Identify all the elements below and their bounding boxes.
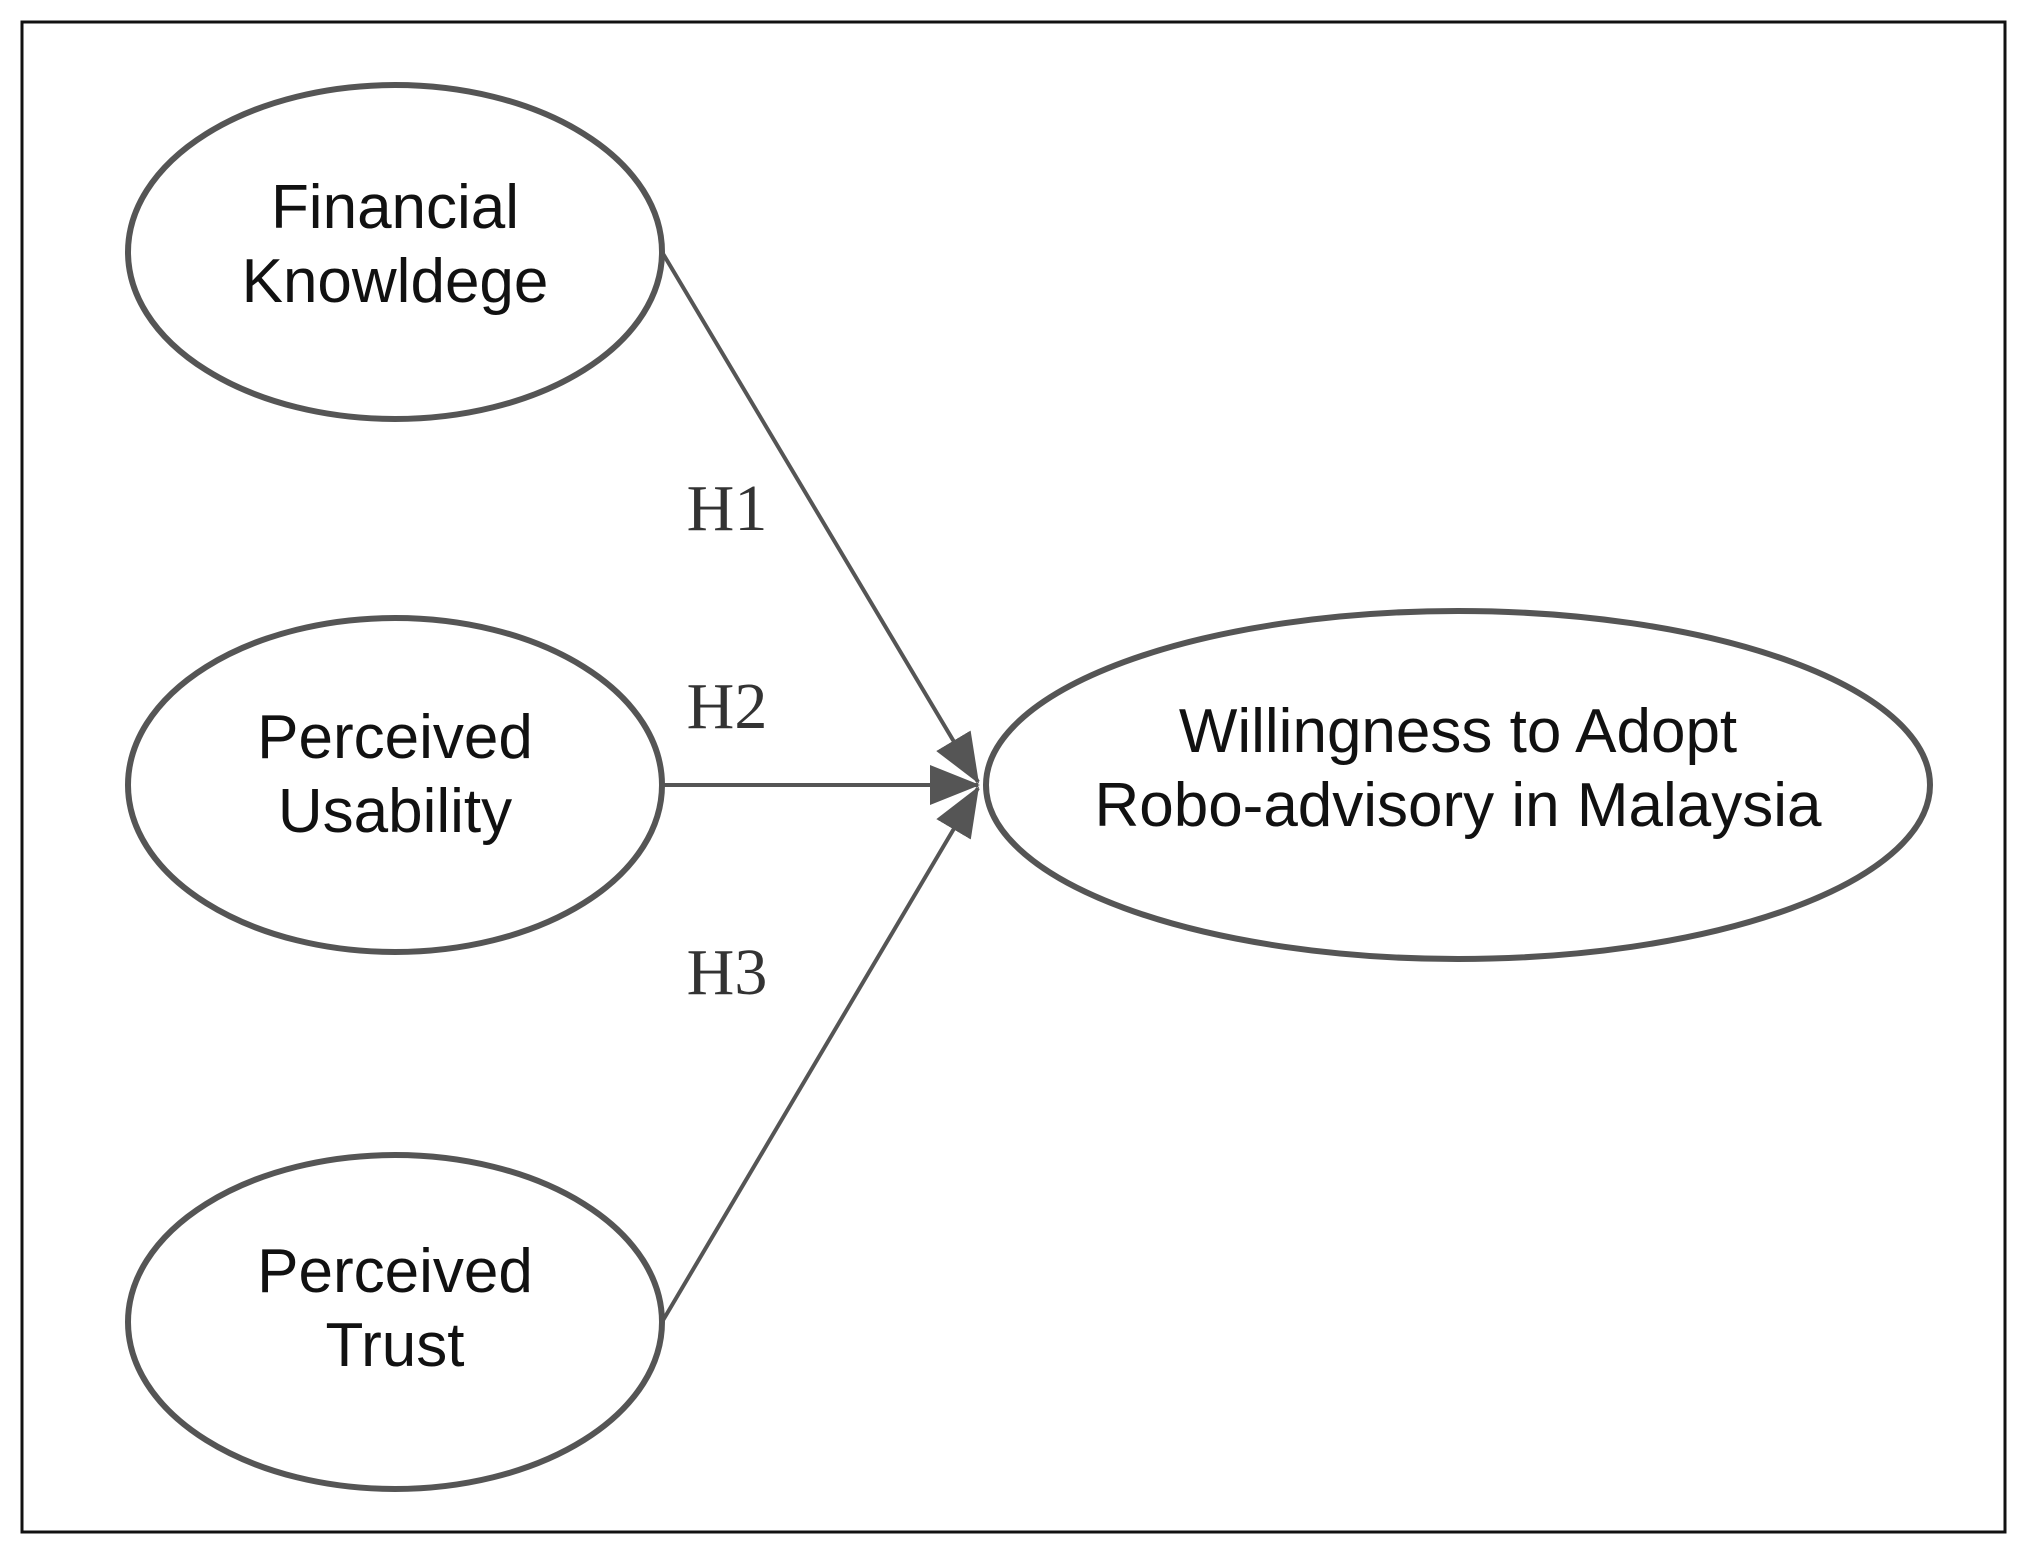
node-willingness-ellipse [983, 608, 1933, 962]
edge-label-h2: H2 [687, 670, 768, 743]
node-willingness: Willingness to Adopt Robo-advisory in Ma… [983, 608, 1933, 962]
node-willingness-line1: Willingness to Adopt [1179, 697, 1737, 766]
node-perceived-usability-line1: Perceived [257, 703, 533, 772]
node-perceived-trust: Perceived Trust [125, 1152, 665, 1492]
edge-label-h3: H3 [687, 936, 768, 1009]
diagram-frame [20, 20, 2007, 1534]
edge-label-h1: H1 [687, 472, 768, 545]
node-perceived-usability-ellipse [125, 615, 665, 955]
node-perceived-trust-ellipse [125, 1152, 665, 1492]
node-financial-knowledge-line1: Financial [271, 173, 519, 242]
edge-h3-arrow [660, 786, 980, 1324]
node-financial-knowledge-line2: Knowldege [242, 247, 549, 316]
node-perceived-trust-line1: Perceived [257, 1237, 533, 1306]
node-perceived-trust-line2: Trust [326, 1311, 465, 1380]
edge-h1-arrow [660, 250, 980, 784]
node-perceived-usability-line2: Usability [278, 777, 512, 846]
node-perceived-usability: Perceived Usability [125, 615, 665, 955]
node-financial-knowledge: Financial Knowldege [125, 82, 665, 422]
node-willingness-line2: Robo-advisory in Malaysia [1094, 771, 1822, 840]
node-financial-knowledge-ellipse [125, 82, 665, 422]
